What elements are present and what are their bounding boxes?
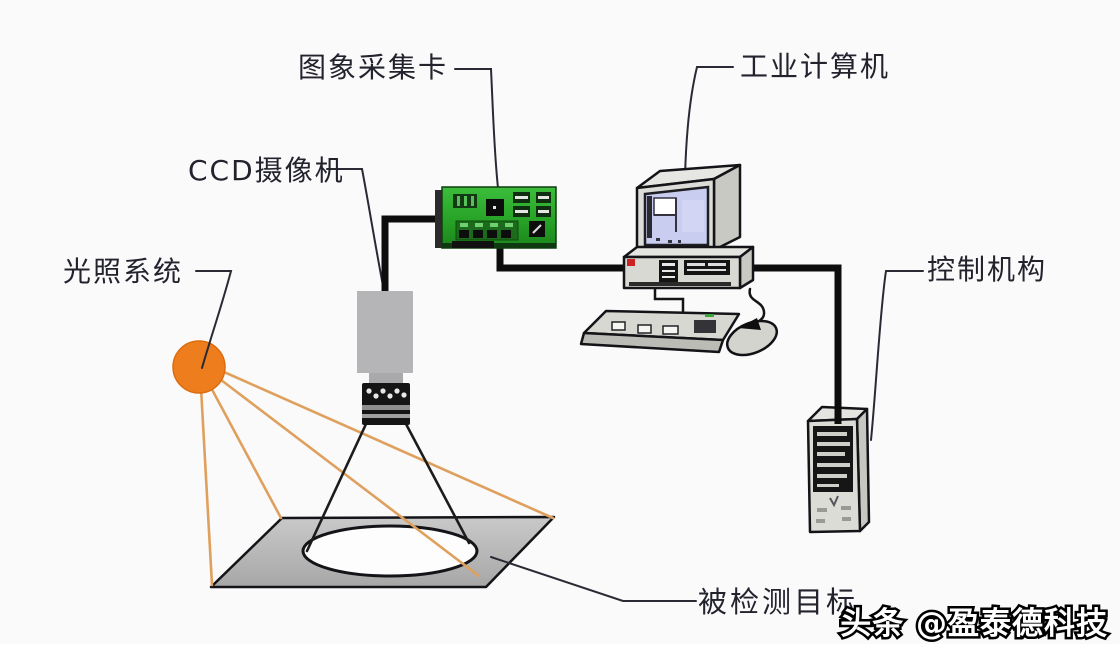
cable-keyboard (653, 287, 685, 318)
pointer-capture-card (454, 68, 499, 189)
capture-card (435, 186, 557, 249)
label-ccd-camera: CCD摄像机 (188, 154, 345, 187)
pointer-control-mechanism (870, 270, 924, 441)
keyboard-led (705, 314, 714, 317)
pointer-lighting-system (195, 270, 233, 369)
keyboard (579, 309, 741, 354)
pointer-detected-target (490, 556, 697, 602)
power-led (627, 259, 635, 266)
label-industrial-computer: 工业计算机 (740, 50, 890, 83)
controller-tower (806, 405, 871, 534)
label-control-mechanism: 控制机构 (927, 253, 1047, 286)
drive-bays (684, 260, 730, 275)
industrial-computer (622, 163, 755, 290)
bottom-white-strip (0, 644, 1120, 658)
tower-drive-panel (813, 426, 853, 492)
pointer-ccd-camera (326, 168, 385, 292)
label-capture-card: 图象采集卡 (298, 51, 448, 84)
target-platform (209, 515, 556, 589)
ccd-camera (357, 291, 413, 425)
camera-view-cone (305, 422, 471, 553)
label-lighting-system: 光照系统 (63, 255, 183, 288)
light-source (172, 340, 226, 394)
label-detected-target: 被检测目标 (698, 585, 858, 619)
cable-camera-to-card (381, 215, 442, 296)
screen-window (653, 197, 677, 216)
watermark: 头条 @盈泰德科技 (840, 606, 1108, 642)
target-spot (301, 524, 479, 578)
camera-body (357, 291, 413, 373)
computer-case (622, 245, 755, 290)
monitor (635, 163, 742, 257)
light-rays (198, 362, 555, 587)
tower-logo-mark (829, 495, 839, 508)
mouse (725, 318, 779, 357)
pointer-industrial-computer (684, 66, 734, 178)
